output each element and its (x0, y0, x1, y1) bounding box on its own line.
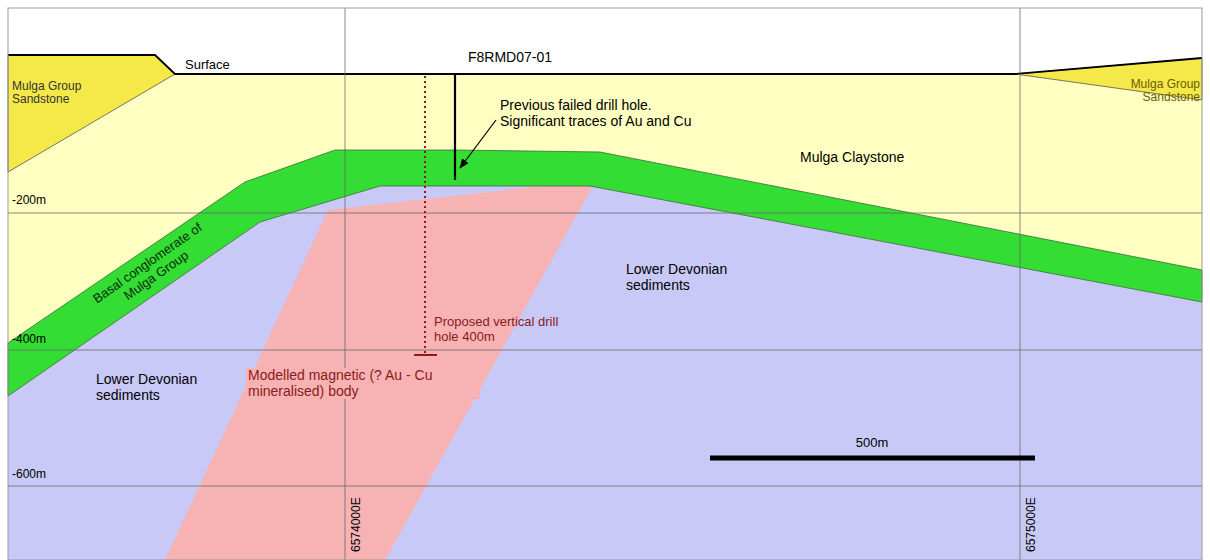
claystone-unit (8, 74, 1202, 560)
unit-label: Mulga Claystone (800, 150, 904, 166)
frame (8, 8, 1202, 560)
unit-label: Lower Devonian sediments (96, 372, 216, 403)
scale-bar (710, 456, 1035, 461)
unit-label: Mulga Group Sandstone (1108, 78, 1200, 105)
drill-hole (454, 74, 456, 180)
callout-note: Previous failed drill hole. Significant … (500, 98, 715, 129)
easting-label: 6575000E (1025, 497, 1038, 552)
proposed-hole (424, 76, 426, 355)
sandstone-left (8, 55, 175, 172)
leader-arrow (460, 120, 496, 168)
hole-note: Proposed vertical drill hole 400m (434, 315, 559, 344)
unit-label: Lower Devonian sediments (626, 262, 751, 293)
hole-end-tick (414, 354, 437, 356)
depth-label: -200m (12, 194, 46, 207)
surface-label: Surface (185, 58, 230, 73)
easting-label: 6574000E (350, 497, 363, 552)
hole-id: F8RMD07-01 (468, 50, 552, 66)
depth-label: -400m (12, 333, 46, 346)
scale-label: 500m (856, 436, 889, 451)
grid (8, 8, 1202, 560)
body-label: Modelled magnetic (? Au - Cu mineralised… (246, 368, 480, 399)
unit-label: Mulga Group Sandstone (12, 80, 102, 107)
depth-label: -600m (12, 468, 46, 481)
surface-line (8, 55, 1202, 74)
conglomerate-band (8, 150, 1202, 396)
